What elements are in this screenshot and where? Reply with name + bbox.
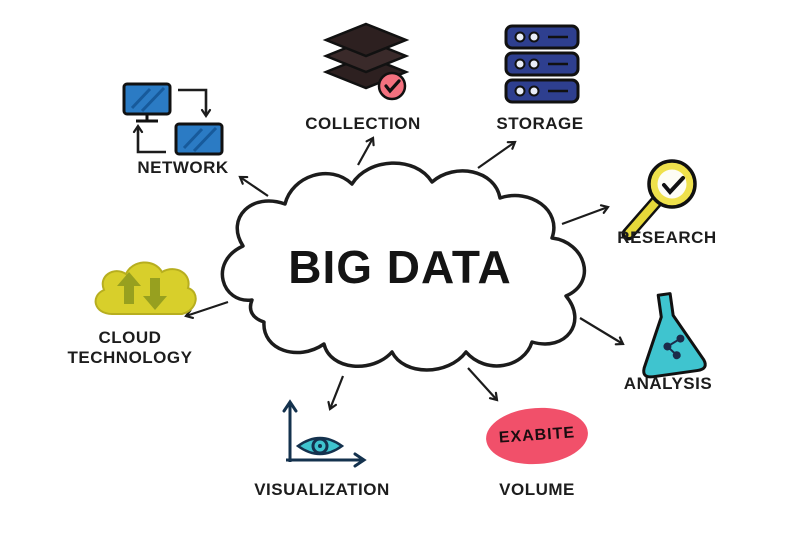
arrow-to-volume xyxy=(467,367,499,402)
visualization-icon xyxy=(282,399,367,468)
label-volume: VOLUME xyxy=(499,480,575,499)
arrow-to-cloud-technology xyxy=(184,300,229,319)
arrow-to-network xyxy=(238,175,269,197)
arrow-to-collection xyxy=(357,136,375,166)
big-data-cloud-outline xyxy=(220,161,587,372)
research-icon xyxy=(621,159,697,241)
label-cloud-technology: CLOUD TECHNOLOGY xyxy=(67,328,193,368)
analysis-icon xyxy=(642,292,707,379)
storage-icon xyxy=(504,24,580,104)
label-network: NETWORK xyxy=(137,158,229,177)
arrow-to-analysis xyxy=(579,317,625,346)
network-icon xyxy=(122,82,224,156)
label-research: RESEARCH xyxy=(617,228,717,247)
label-analysis: ANALYSIS xyxy=(623,374,713,393)
volume-badge-text: EXABITE xyxy=(498,424,576,447)
arrow-to-research xyxy=(561,204,610,226)
cloud-technology-icon xyxy=(94,261,197,315)
label-storage: STORAGE xyxy=(496,114,584,133)
arrow-to-storage xyxy=(477,140,517,169)
label-collection: COLLECTION xyxy=(305,114,421,133)
label-visualization: VISUALIZATION xyxy=(254,480,390,499)
collection-icon xyxy=(322,22,410,101)
arrow-to-visualization xyxy=(327,375,345,411)
diagram-title: BIG DATA xyxy=(288,241,512,293)
